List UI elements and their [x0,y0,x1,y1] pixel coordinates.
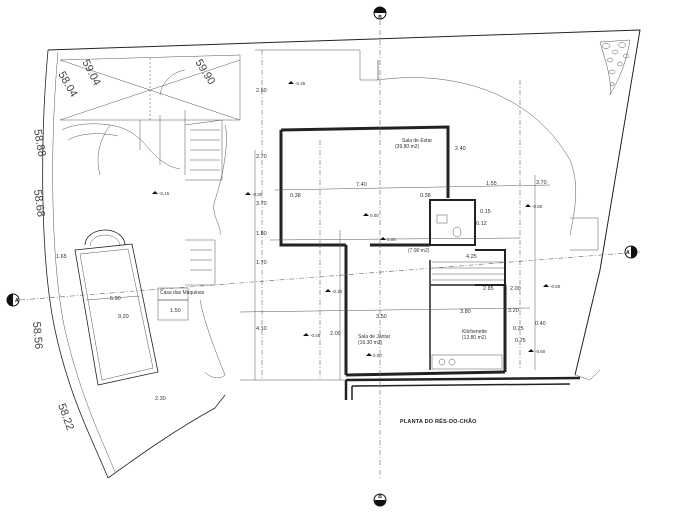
elevation-label: -0.30 [252,192,263,197]
dimension-label: 9.20 [118,314,129,320]
dimension-label: 3.80 [460,309,471,315]
dimension-label: 1.80 [256,231,267,237]
room-name-pool-house: Casa das Máquinas [160,290,205,296]
dimension-label: 1.50 [170,308,181,314]
dimension-label: 1.70 [256,260,267,266]
dimension-label: 2.70 [256,154,267,160]
dimension-label: 0.12 [476,221,487,227]
room-name-dining: Sala de Jantar [358,334,391,340]
axis-label-b-top: B [378,15,382,21]
axis-marker-bottom: B [373,493,387,507]
dimension-label: 2.85 [483,286,494,292]
room-name-living: Sala de Estar [402,138,432,144]
dimension-label: 0.75 [515,338,526,344]
dimension-label: 2.00 [330,331,341,337]
contour-label: 59.90 [192,57,217,87]
axis-marker-right: A [624,245,638,259]
room-area-dining: (16.30 m2) [358,340,383,346]
dimension-label: 0.25 [513,326,524,332]
elevation-marks: 0.00 0.00 0.00 -0.45 -0.15 -0.30 -0.30 -… [152,81,561,358]
drawing-caption: PLANTA DO RÉS-DO-CHÃO [400,417,477,425]
elevation-label: -0.30 [332,289,343,294]
site-boundary [42,29,641,479]
contour-label: 59.04 [79,58,103,88]
axis-label-a-right: A [626,250,630,256]
elevation-label: 0.00 [370,213,379,218]
dimension-label: 2.50 [256,88,267,94]
terrace [199,77,599,381]
contour-label: 58.04 [55,70,79,100]
dimension-label: 3.70 [256,201,267,207]
dimension-label: 7.40 [356,182,367,188]
swimming-pool [74,229,159,386]
room-area-hall: (7.90 m2) [408,248,430,254]
elevation-label: -0.45 [295,81,306,86]
dimension-label: 0.15 [480,209,491,215]
elevation-label: -0.60 [535,349,546,354]
dimension-label: 0.38 [420,193,431,199]
contour-label: 58.56 [30,321,44,349]
room-area-living: (39.80 m2) [395,144,420,150]
dimension-label: 0.40 [535,321,546,327]
elevation-label: -0.45 [310,333,321,338]
axis-label-a-left: A [15,298,19,304]
room-name-kitchen: Kitchenette [462,329,487,335]
axis-marker-left: A [6,293,20,307]
house-walls [279,125,581,400]
elevation-label: 0.00 [387,237,396,242]
dimension-label: 4.10 [256,326,267,332]
elevation-label: 0.00 [373,353,382,358]
dimension-label: 0.38 [290,193,301,199]
dimension-lines [239,150,551,380]
dimension-label: 3.70 [536,180,547,186]
contour-label: 58.88 [31,128,48,157]
dimension-label: 2.30 [155,396,166,402]
dimension-label: 1.65 [56,254,67,260]
entrance-area [59,49,379,121]
elevation-label: -0.15 [159,191,170,196]
garden-path [61,110,227,286]
dimension-label: 2.00 [510,286,521,292]
elevation-label: -0.50 [532,204,543,209]
dimension-label: 3.20 [508,308,519,314]
section-lines [19,20,641,480]
rock-garden [599,39,631,96]
dimension-label: 2.40 [455,146,466,152]
dimension-label: 1.55 [486,181,497,187]
contour-label: 58.68 [31,189,47,218]
dimension-label: 4.25 [466,254,477,260]
axis-marker-top: B [373,6,387,21]
room-area-kitchen: (12.80 m2) [462,335,487,341]
contour-label: 58.22 [55,402,76,432]
dimension-label: 5.90 [110,296,121,302]
dimension-label: 3.50 [376,314,387,320]
axis-label-b-bottom: B [378,494,382,500]
elevation-label: -0.50 [550,284,561,289]
